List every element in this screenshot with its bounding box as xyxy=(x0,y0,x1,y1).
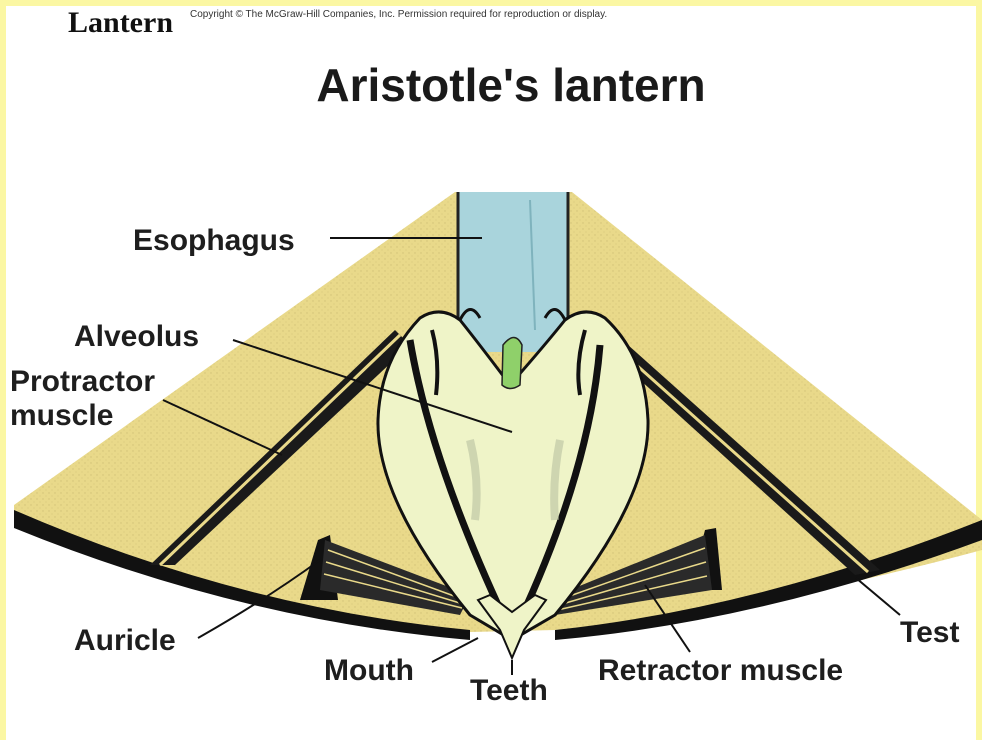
label-mouth: Mouth xyxy=(324,654,414,687)
label-protractor-muscle-line2: muscle xyxy=(10,399,113,432)
label-teeth: Teeth xyxy=(470,674,548,707)
diagram-title: Aristotle's lantern xyxy=(0,62,982,108)
label-test: Test xyxy=(900,616,959,649)
label-auricle: Auricle xyxy=(74,624,176,657)
label-retractor-muscle: Retractor muscle xyxy=(598,654,843,687)
tooth-top xyxy=(502,338,522,389)
label-protractor-muscle-line1: Protractor xyxy=(10,365,155,398)
esophagus xyxy=(458,192,568,352)
label-alveolus: Alveolus xyxy=(74,320,199,353)
slide-title: Lantern xyxy=(68,8,173,38)
copyright-notice: Copyright © The McGraw-Hill Companies, I… xyxy=(190,9,607,20)
label-esophagus: Esophagus xyxy=(133,224,295,257)
